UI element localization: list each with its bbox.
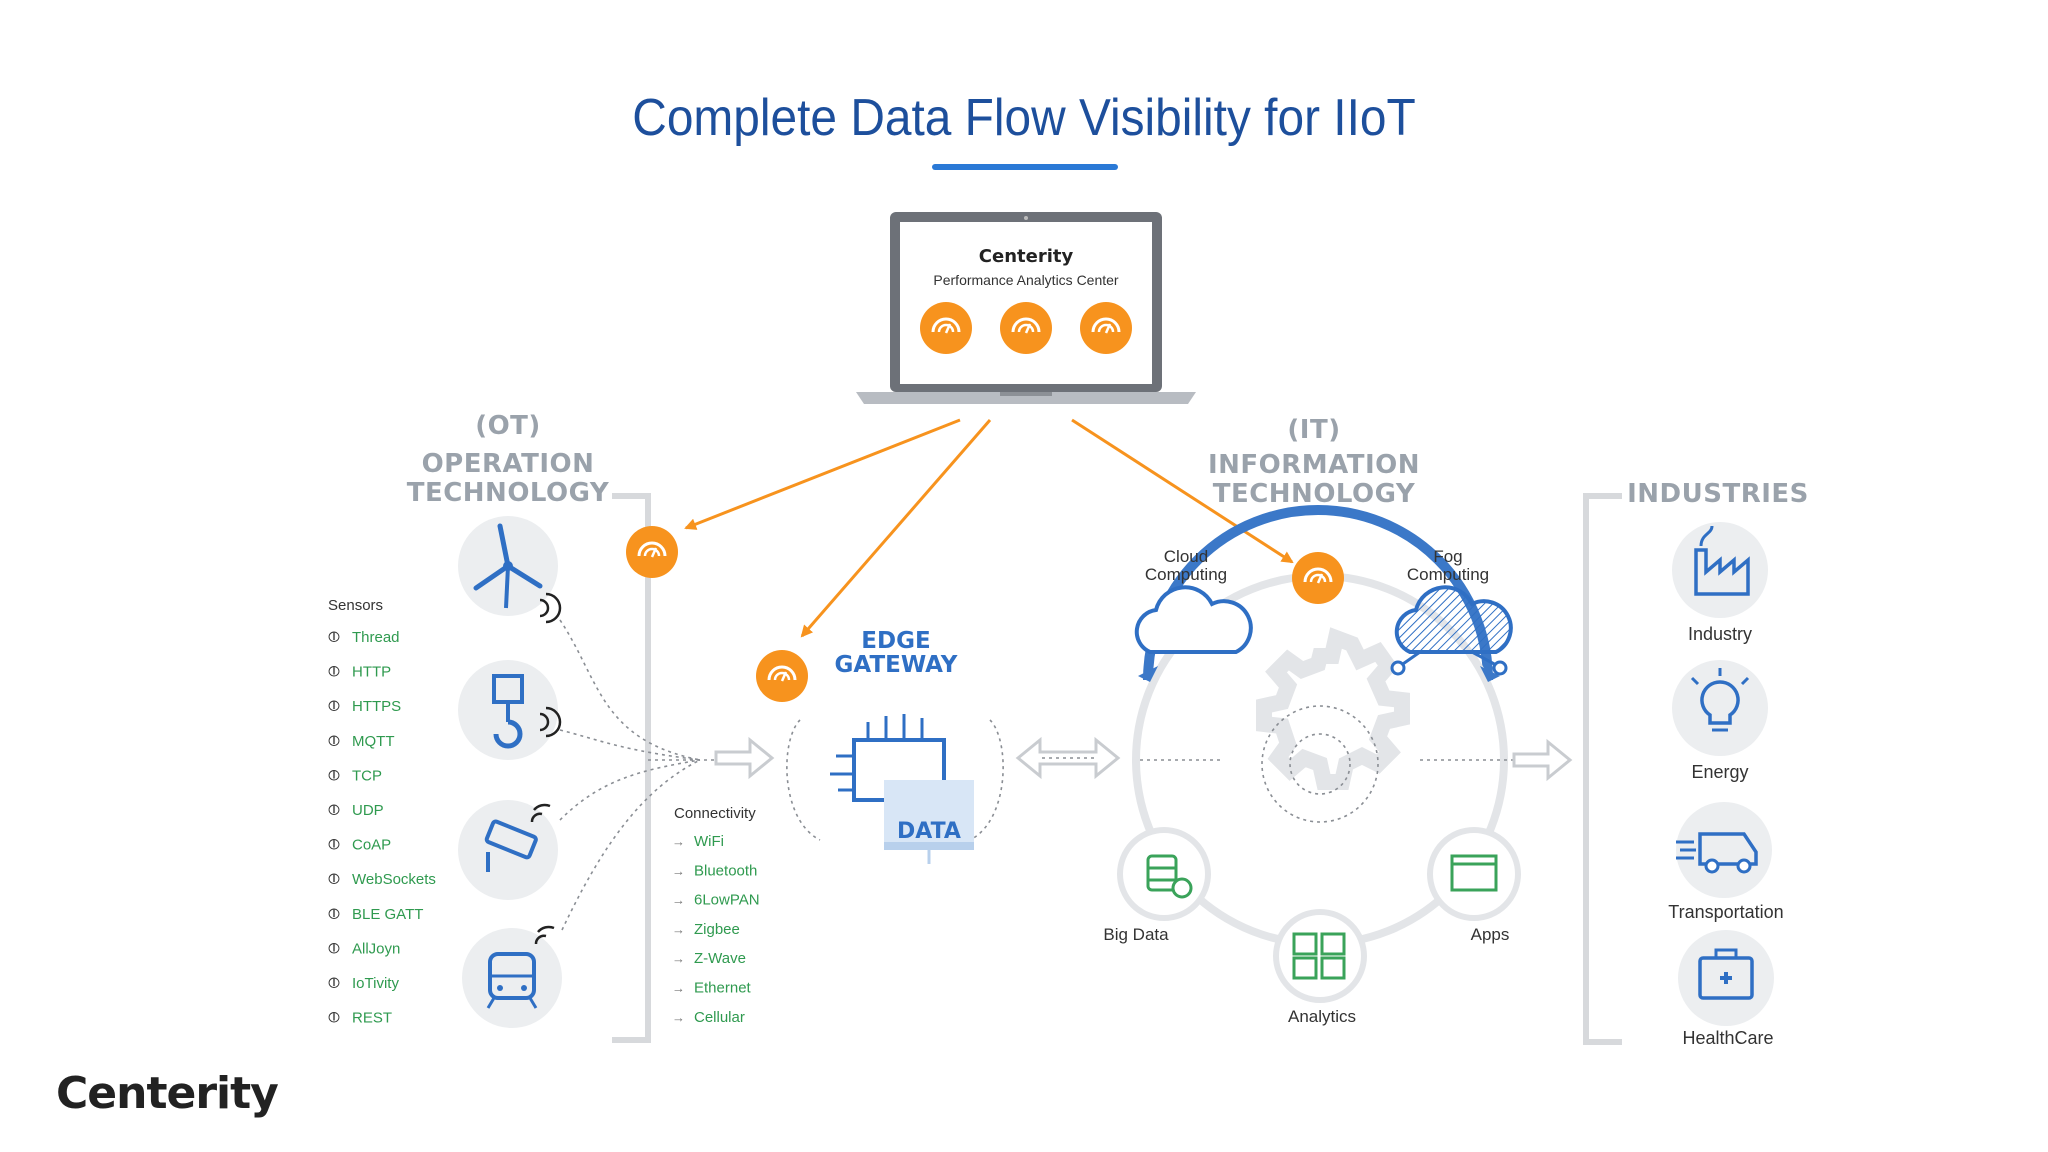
delivery-truck-icon (1676, 802, 1772, 898)
industries-header: INDUSTRIES (1627, 479, 1809, 509)
page-title: Complete Data Flow Visibility for IIoT (632, 89, 1416, 147)
connectivity-item: Ethernet (694, 980, 752, 997)
wireless-icon: ⦷ (328, 767, 340, 784)
arrow-icon: → (672, 893, 685, 908)
energy-label: Energy (1691, 762, 1748, 782)
protocol-item: TCP (352, 767, 382, 784)
edge-line1: EDGE (861, 628, 930, 654)
protocol-item: WebSockets (352, 871, 436, 888)
wireless-icon: ⦷ (328, 664, 340, 681)
cloud-line2: Computing (1145, 565, 1227, 584)
wireless-icon: ⦷ (328, 837, 340, 854)
fog-line1: Fog (1433, 547, 1462, 566)
wireless-icon: ⦷ (328, 871, 340, 888)
wind-turbine-icon (458, 516, 562, 624)
wireless-icon: ⦷ (328, 940, 340, 957)
arrow-right-icon (1512, 740, 1572, 780)
security-camera-icon (458, 800, 558, 900)
laptop-brand: Centerity (979, 246, 1074, 267)
flow-arrow (1071, 418, 1294, 564)
ot-line2: TECHNOLOGY (407, 478, 610, 508)
protocol-item: Thread (352, 629, 400, 646)
analytics-icon (1273, 909, 1367, 1003)
wireless-icon: ⦷ (328, 629, 340, 646)
flow-arrow (684, 418, 961, 530)
laptop: Centerity Performance Analytics Center (856, 212, 1196, 404)
gauge-icon (918, 300, 974, 356)
connectivity-item: Bluetooth (694, 862, 757, 879)
arrow-icon: → (672, 1010, 685, 1025)
gauge-icon (1078, 300, 1134, 356)
arrow-icon: → (672, 834, 685, 849)
protocol-item: HTTPS (352, 698, 401, 715)
big-data-icon (1117, 827, 1211, 921)
connectivity-item: Zigbee (694, 921, 740, 938)
protocol-item: CoAP (352, 837, 391, 854)
connectivity-item: Cellular (694, 1009, 745, 1026)
it-line2: TECHNOLOGY (1213, 479, 1416, 509)
fog-line2: Computing (1407, 565, 1489, 584)
protocol-item: IoTivity (352, 975, 399, 992)
lightbulb-icon (1672, 660, 1768, 756)
protocol-list: ⦷ Thread ⦷ HTTP ⦷ HTTPS ⦷ MQTT ⦷ TCP ⦷ UDP ⦷ CoAP ⦷ Web… (328, 629, 436, 1027)
wireless-icon: ⦷ (328, 906, 340, 923)
it-line1: INFORMATION (1208, 450, 1420, 480)
arrow-right-icon (714, 738, 774, 778)
protocol-item: BLE GATT (352, 906, 423, 923)
protocol-item: HTTP (352, 664, 391, 681)
wireless-icon: ⦷ (328, 698, 340, 715)
first-aid-kit-icon (1678, 930, 1774, 1026)
arrow-icon: → (672, 951, 685, 966)
protocol-item: UDP (352, 802, 384, 819)
arrow-icon: → (672, 863, 685, 878)
protocol-item: REST (352, 1010, 392, 1027)
transportation-label: Transportation (1668, 902, 1783, 922)
industries-bracket (1583, 493, 1622, 1045)
train-icon (462, 925, 562, 1028)
cloud-line1: Cloud (1164, 547, 1208, 566)
connectivity-item: WiFi (694, 833, 724, 850)
big-data-label: Big Data (1103, 925, 1169, 944)
fog-cloud-icon (1390, 585, 1513, 676)
flow-arrow (800, 419, 992, 638)
factory-icon (1672, 522, 1768, 618)
data-label: DATA (897, 819, 961, 844)
ot-flow-lines (559, 619, 740, 931)
wireless-icon: ⦷ (328, 802, 340, 819)
edge-line2: GATEWAY (835, 652, 958, 678)
gauge-icon (1290, 550, 1346, 606)
gauge-icon (624, 524, 680, 580)
gauge-icon (998, 300, 1054, 356)
wireless-icon: ⦷ (328, 733, 340, 750)
ot-abbr: (OT) (475, 411, 541, 441)
apps-label: Apps (1471, 925, 1510, 944)
bidirectional-arrow-icon (1015, 736, 1121, 780)
laptop-subtitle: Performance Analytics Center (933, 272, 1119, 288)
wireless-icon: ⦷ (328, 1010, 340, 1027)
connectivity-header: Connectivity (674, 805, 756, 822)
connectivity-item: 6LowPAN (694, 892, 760, 909)
ot-bracket (612, 493, 651, 1043)
cloud-icon (1134, 585, 1253, 654)
edge-gateway-chip: DATA (786, 714, 1004, 864)
healthcare-label: HealthCare (1682, 1028, 1773, 1048)
gauge-icon (754, 648, 810, 704)
arrow-icon: → (672, 922, 685, 937)
centerity-logo: Centerity (56, 1068, 279, 1119)
ot-line1: OPERATION (422, 449, 595, 479)
analytics-label: Analytics (1288, 1007, 1356, 1026)
protocol-item: AllJoyn (352, 940, 400, 957)
connectivity-item: Z-Wave (694, 950, 746, 967)
title-underline (932, 164, 1118, 170)
it-abbr: (IT) (1287, 415, 1340, 445)
protocol-item: MQTT (352, 733, 395, 750)
sensors-header: Sensors (328, 597, 383, 614)
arrow-icon: → (672, 981, 685, 996)
apps-icon (1427, 827, 1521, 921)
wireless-icon: ⦷ (328, 975, 340, 992)
connectivity-list: → WiFi → Bluetooth → 6LowPAN → Zigbee → Z-Wave → Et… (672, 833, 760, 1026)
crane-hook-icon (458, 660, 562, 760)
industry-label: Industry (1688, 624, 1752, 644)
